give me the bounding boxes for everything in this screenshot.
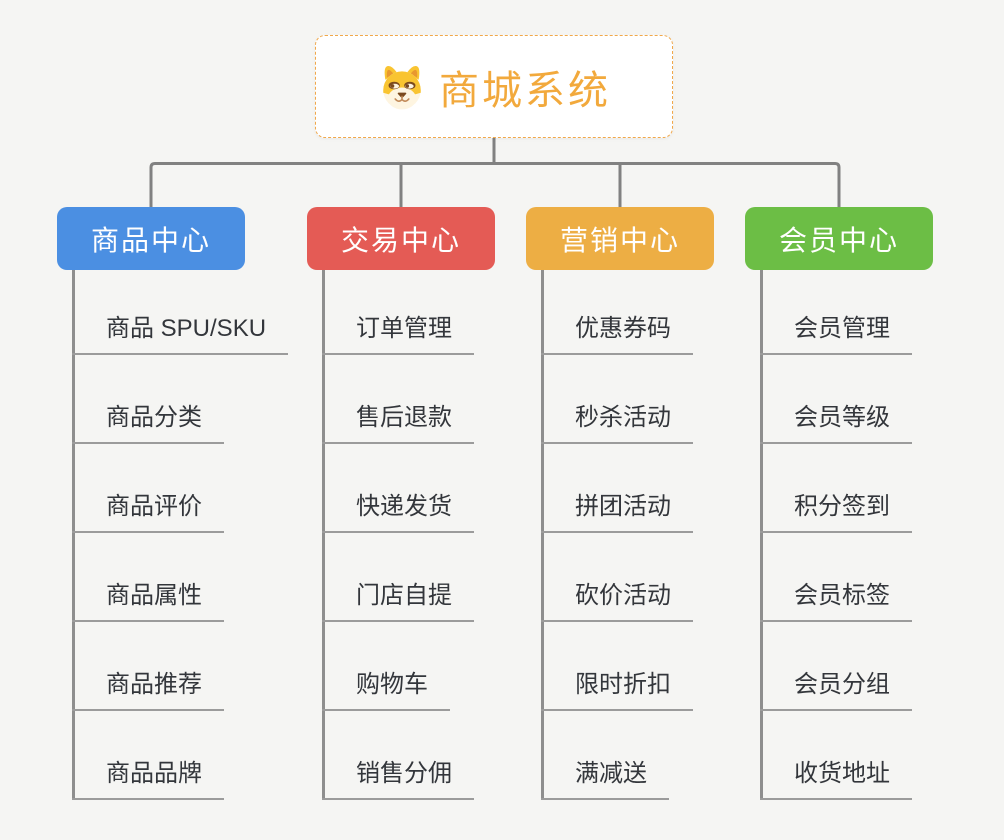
branch-header-member-center[interactable]: 会员中心: [745, 207, 933, 270]
root-node[interactable]: 商城系统: [315, 35, 673, 138]
leaf-product-center-6[interactable]: 商品品牌: [72, 757, 224, 800]
leaf-marketing-center-2[interactable]: 秒杀活动: [541, 401, 693, 444]
leaf-trade-center-2[interactable]: 售后退款: [322, 401, 474, 444]
leaf-trade-center-5[interactable]: 购物车: [322, 668, 450, 711]
leaf-product-center-3[interactable]: 商品评价: [72, 490, 224, 533]
leaf-member-center-3[interactable]: 积分签到: [760, 490, 912, 533]
leaf-product-center-4[interactable]: 商品属性: [72, 579, 224, 622]
leaf-product-center-2[interactable]: 商品分类: [72, 401, 224, 444]
branch-header-marketing-center[interactable]: 营销中心: [526, 207, 714, 270]
leaf-marketing-center-5[interactable]: 限时折扣: [541, 668, 693, 711]
leaf-product-center-1[interactable]: 商品 SPU/SKU: [72, 312, 289, 355]
leaf-marketing-center-3[interactable]: 拼团活动: [541, 490, 693, 533]
root-title: 商城系统: [439, 68, 611, 113]
leaf-trade-center-4[interactable]: 门店自提: [322, 579, 474, 622]
leaf-member-center-5[interactable]: 会员分组: [760, 668, 912, 711]
leaf-marketing-center-6[interactable]: 满减送: [541, 757, 669, 800]
leaf-trade-center-3[interactable]: 快递发货: [322, 490, 474, 533]
branch-label: 会员中心: [778, 224, 899, 256]
branch-spine-marketing-center: [541, 270, 544, 800]
branch-label: 交易中心: [340, 224, 461, 256]
leaf-marketing-center-4[interactable]: 砍价活动: [541, 579, 693, 622]
shiba-dog-icon: [383, 65, 421, 109]
leaf-member-center-1[interactable]: 会员管理: [760, 312, 912, 355]
branch-header-product-center[interactable]: 商品中心: [57, 207, 245, 270]
branch-label: 商品中心: [90, 224, 211, 256]
branch-spine-trade-center: [322, 270, 325, 800]
leaf-member-center-4[interactable]: 会员标签: [760, 579, 912, 622]
branch-label: 营销中心: [559, 224, 680, 256]
leaf-trade-center-1[interactable]: 订单管理: [322, 312, 474, 355]
leaf-member-center-6[interactable]: 收货地址: [760, 757, 912, 800]
leaf-trade-center-6[interactable]: 销售分佣: [322, 757, 474, 800]
leaf-member-center-2[interactable]: 会员等级: [760, 401, 912, 444]
leaf-marketing-center-1[interactable]: 优惠券码: [541, 312, 693, 355]
branch-spine-member-center: [760, 270, 763, 800]
branch-header-trade-center[interactable]: 交易中心: [307, 207, 495, 270]
leaf-product-center-5[interactable]: 商品推荐: [72, 668, 224, 711]
branch-spine-product-center: [72, 270, 75, 800]
